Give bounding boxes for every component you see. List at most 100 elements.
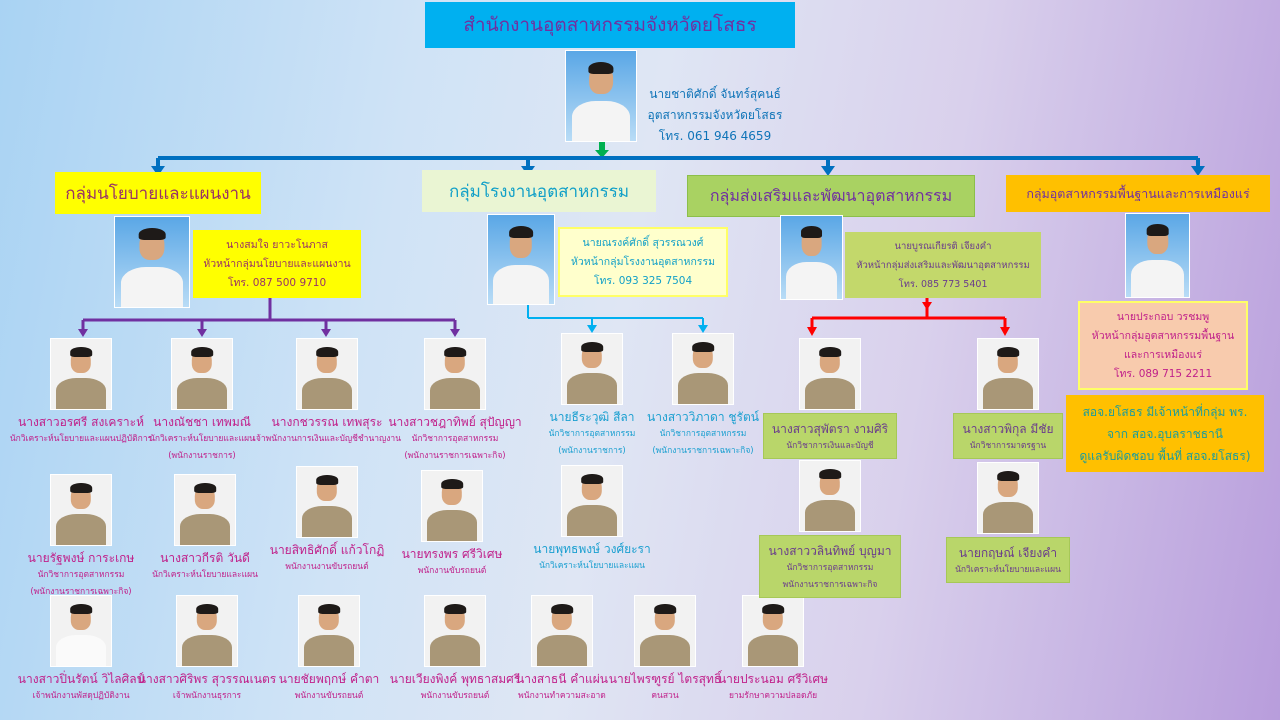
staff-card: นางสาวพิกุล มีชัยนักวิชาการมาตรฐาน: [903, 338, 1113, 459]
staff-name: นางณัชชา เทพมณี: [153, 415, 251, 429]
staff-role: เจ้าพนักงานพัสดุปฏิบัติงาน: [32, 691, 130, 701]
staff-role: (พนักงานราชการเฉพาะกิจ): [404, 451, 506, 461]
staff-role: พนักงานขับรถยนต์: [420, 691, 490, 701]
staff-photo: [174, 474, 236, 546]
staff-role: (พนักงานราชการเฉพาะกิจ): [652, 446, 754, 456]
staff-role: นักวิชาการมาตรฐาน: [969, 441, 1047, 451]
staff-role: นักวิเคราะห์นโยบายและแผน: [955, 565, 1061, 575]
staff-role: เจ้าพนักงานการเงินและบัญชีชำนาญงาน: [252, 434, 402, 444]
staff-photo: [50, 338, 112, 410]
staff-photo: [561, 465, 623, 537]
note-line: จาก สอจ.อุบลราชธานี: [1107, 426, 1223, 441]
staff-text: นายพุทธพงษ์ วงศ์ยะรานักวิเคราะห์นโยบายแล…: [487, 540, 697, 575]
head-name: นายประกอบ วรชมพู: [1116, 310, 1210, 323]
staff-role: นักวิเคราะห์นโยบายและแผนปฏิบัติการ: [9, 434, 153, 444]
staff-photo: [421, 470, 483, 542]
staff-role: พนักงานงานขับรถยนต์: [285, 562, 369, 572]
planning-head-box: นางสมใจ ยาวะโนภาส หัวหน้ากลุ่มนโยบายและแ…: [193, 230, 361, 298]
staff-photo: [672, 333, 734, 405]
staff-text: นางณัชชา เทพมณีนักวิเคราะห์นโยบายและแผน(…: [97, 413, 307, 465]
staff-card: นางสาววิภาดา ชูรัตน์นักวิชาการอุตสาหกรรม…: [598, 333, 808, 460]
head-position: หัวหน้ากลุ่มนโยบายและแผนงาน: [203, 257, 351, 270]
head-phone: โทร. 087 500 9710: [227, 276, 327, 289]
staff-photo: [176, 595, 238, 667]
staff-card: นางสาวกีรติ วันดีนักวิเคราะห์นโยบายและแผ…: [100, 474, 310, 584]
mining-note: สอจ.ยโสธร มีเจ้าหน้าที่กลุ่ม พร. จาก สอจ…: [1066, 395, 1264, 472]
staff-photo: [977, 338, 1039, 410]
staff-card: นางสาวอรศรี สงเคราะห์นักวิเคราะห์นโยบายแ…: [0, 338, 186, 448]
staff-role: นักวิชาการอุตสาหกรรม: [548, 429, 636, 439]
staff-card: นางสาวศิริพร สุวรรณเนตรเจ้าพนักงานธุรการ: [102, 595, 312, 705]
staff-role: พนักงานขับรถยนต์: [417, 566, 487, 576]
group-mining-label: กลุ่มอุตสาหกรรมพื้นฐานและการเหมืองแร่: [1006, 175, 1270, 212]
staff-text: นายไพรฑูรย์ ไตรสุทธิ์คนสวน: [560, 670, 770, 705]
staff-name: นางกชวรรณ เทพสุระ: [271, 415, 383, 429]
staff-name: นายสิทธิศักดิ์ แก้วโกฏิ: [269, 543, 385, 557]
group-factory-label: กลุ่มโรงงานอุตสาหกรรม: [422, 170, 656, 212]
staff-photo: [296, 466, 358, 538]
director-position: อุตสาหกรรมจังหวัดยโสธร: [647, 108, 783, 122]
group-planning-label: กลุ่มนโยบายและแผนงาน: [55, 172, 261, 214]
staff-card: นายธีระวุฒิ สีลานักวิชาการอุตสาหกรรม (พนั…: [487, 333, 697, 460]
staff-role: นักวิเคราะห์นโยบายและแผน: [152, 570, 258, 580]
staff-photo: [561, 333, 623, 405]
mining-head-box: นายประกอบ วรชมพู หัวหน้ากลุ่มอุตสาหกรรมพ…: [1078, 301, 1248, 390]
staff-text: นางสาววลินทิพย์ บุญมานักวิชาการอุตสาหกรร…: [759, 535, 901, 598]
staff-name: นางสาวสุพัตรา งามศิริ: [771, 422, 889, 436]
staff-role: นักวิชาการเงินและบัญชี: [786, 441, 874, 451]
staff-name: นายทรงพร ศรีวิเศษ: [401, 547, 503, 561]
staff-name: นางสาวกีรติ วันดี: [160, 551, 250, 565]
staff-role: พนักงานราชการเฉพาะกิจ: [782, 580, 878, 590]
head-position: หัวหน้ากลุ่มโรงงานอุตสาหกรรม: [570, 255, 716, 268]
staff-name: นายกฤษณ์ เจียงคำ: [958, 546, 1058, 560]
head-position-line2: และการเหมืองแร่: [1123, 348, 1202, 361]
staff-role: นักวิชาการอุตสาหกรรม: [411, 434, 499, 444]
staff-card: นางสาวชฎาทิพย์ สุปัญญานักวิชาการอุตสาหกร…: [350, 338, 560, 465]
staff-card: นางสาธนี คำแผ่นพนักงานทำความสะอาด: [457, 595, 667, 705]
head-position: หัวหน้ากลุ่มส่งเสริมและพัฒนาอุตสาหกรรม: [856, 259, 1030, 271]
staff-card: นายทรงพร ศรีวิเศษพนักงานขับรถยนต์: [347, 470, 557, 580]
head-phone: โทร. 093 325 7504: [593, 274, 693, 287]
factory-head-box: นายณรงค์ศักดิ์ สุวรรณวงศ์ หัวหน้ากลุ่มโร…: [558, 227, 728, 297]
office-title: สำนักงานอุตสาหกรรมจังหวัดยโสธร: [425, 2, 795, 48]
staff-name: นายไพรฑูรย์ ไตรสุทธิ์: [608, 672, 722, 686]
staff-role: (พนักงานราชการ): [558, 446, 626, 456]
staff-text: นางสาวพิกุล มีชัยนักวิชาการมาตรฐาน: [953, 413, 1063, 459]
staff-name: นายประนอม ศรีวิเศษ: [717, 672, 829, 686]
staff-name: นางสาววลินทิพย์ บุญมา: [768, 544, 892, 558]
staff-text: นายสิทธิศักดิ์ แก้วโกฏิพนักงานงานขับรถยน…: [222, 541, 432, 576]
staff-role: พนักงานขับรถยนต์: [294, 691, 364, 701]
staff-card: นางสาวสุพัตรา งามศิรินักวิชาการเงินและบั…: [725, 338, 935, 459]
head-position: หัวหน้ากลุ่มอุตสาหกรรมพื้นฐาน: [1091, 329, 1235, 342]
staff-photo: [50, 474, 112, 546]
staff-role: พนักงานทำความสะอาด: [518, 691, 606, 701]
head-name: นายณรงค์ศักดิ์ สุวรรณวงศ์: [582, 236, 704, 249]
head-phone: โทร. 085 773 5401: [898, 278, 988, 290]
staff-role: นักวิชาการอุตสาหกรรม: [659, 429, 747, 439]
head-name: นายบูรณเกียรติ เจียงคำ: [894, 240, 992, 252]
factory-head-photo: [487, 214, 555, 305]
staff-photo: [298, 595, 360, 667]
note-line: ดูแลรับผิดชอบ พื้นที่ สอจ.ยโสธร): [1079, 448, 1251, 463]
staff-name: นายธีระวุฒิ สีลา: [549, 410, 635, 424]
staff-text: นายธีระวุฒิ สีลานักวิชาการอุตสาหกรรม (พนั…: [487, 408, 697, 460]
staff-text: นางสาววิภาดา ชูรัตน์นักวิชาการอุตสาหกรรม…: [598, 408, 808, 460]
director-name: นายชาติศักดิ์ จันทร์สุคนธ์: [649, 87, 781, 101]
staff-text: นางสาธนี คำแผ่นพนักงานทำความสะอาด: [457, 670, 667, 705]
staff-photo: [977, 462, 1039, 534]
planning-head-photo: [114, 216, 190, 308]
staff-card: นายชัยพฤกษ์ คำตาพนักงานขับรถยนต์: [224, 595, 434, 705]
staff-name: นางสาวศิริพร สุวรรณเนตร: [137, 672, 277, 686]
staff-text: นายทรงพร ศรีวิเศษพนักงานขับรถยนต์: [347, 545, 557, 580]
staff-role: ยามรักษาความปลอดภัย: [728, 691, 818, 701]
staff-card: นางณัชชา เทพมณีนักวิเคราะห์นโยบายและแผน(…: [97, 338, 307, 465]
staff-photo: [424, 338, 486, 410]
staff-photo: [799, 338, 861, 410]
staff-role: นักวิเคราะห์นโยบายและแผน: [149, 434, 255, 444]
mining-head-photo: [1125, 213, 1190, 298]
staff-photo: [799, 460, 861, 532]
staff-photo: [531, 595, 593, 667]
staff-card: นางสาววลินทิพย์ บุญมานักวิชาการอุตสาหกรร…: [725, 460, 935, 598]
staff-role: คนสวน: [651, 691, 679, 701]
director-phone: โทร. 061 946 4659: [658, 129, 772, 143]
